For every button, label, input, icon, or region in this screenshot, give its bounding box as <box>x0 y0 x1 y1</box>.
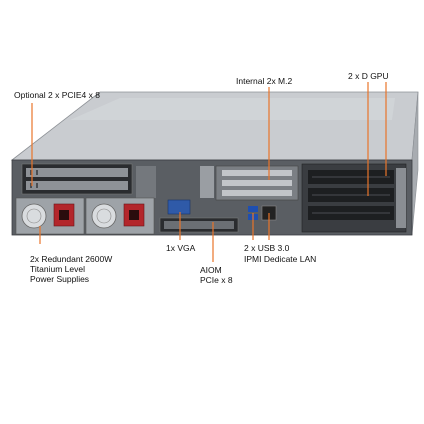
callout-vga: 1x VGA <box>166 243 196 253</box>
psu-2-fan <box>91 203 117 229</box>
callout-internal-m2: Internal 2x M.2 <box>236 76 293 86</box>
callout-power-supplies: 2x Redundant 2600W Titanium Level Power … <box>30 254 113 284</box>
callout-aiom: AIOM PCIe x 8 <box>200 265 233 285</box>
vga-port <box>167 199 191 215</box>
callout-ipmi: IPMI Dedicate LAN <box>244 254 317 264</box>
vent-grille-left <box>136 166 156 198</box>
callout-usb: 2 x USB 3.0 <box>244 243 290 253</box>
callout-optional-pcie: Optional 2 x PCIE4 x 8 <box>14 90 100 100</box>
callout-double-gpu: 2 x D GPU <box>348 71 389 81</box>
psu-1-fan <box>21 203 47 229</box>
usb-port-1 <box>248 206 258 212</box>
